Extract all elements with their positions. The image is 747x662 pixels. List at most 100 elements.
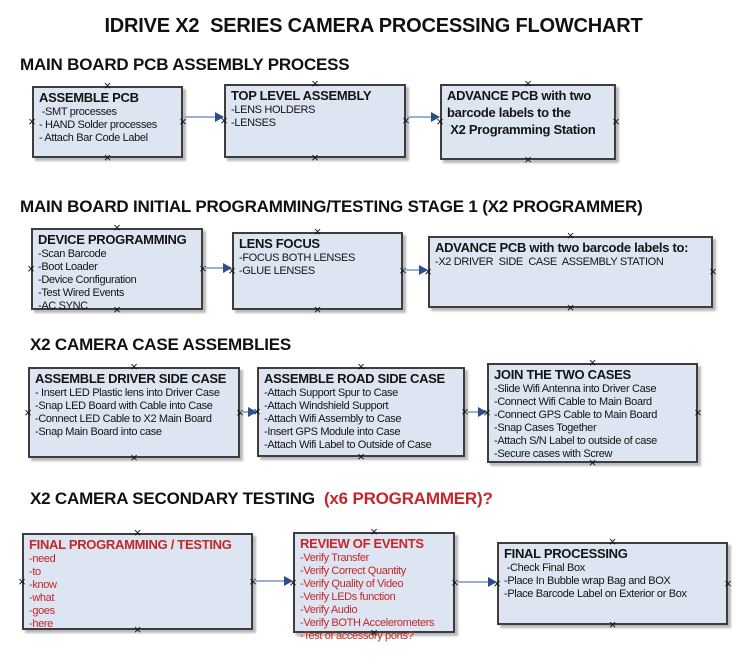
box-lines: -X2 DRIVER SIDE CASE ASSEMBLY STATION — [435, 256, 707, 269]
box-line: -Snap Cases Together — [494, 422, 597, 434]
flow-arrow[interactable] — [456, 577, 497, 587]
flow-box-final-processing[interactable]: FINAL PROCESSING -Check Final Box-Place … — [497, 542, 728, 625]
box-line: -Attach Support Spur to Case — [264, 387, 398, 399]
section-heading-black-part: X2 CAMERA SECONDARY TESTING — [30, 489, 324, 508]
box-title: ADVANCE PCB with two — [447, 88, 591, 103]
box-lines: barcode labels to the X2 Programming Sta… — [447, 104, 610, 138]
box-line: -Secure cases with Screw — [494, 448, 613, 460]
box-line: -Scan Barcode — [38, 248, 107, 260]
connector-handle-icon — [566, 303, 576, 313]
flow-box-advance-pcb-programming-station[interactable]: ADVANCE PCB with two barcode labels to t… — [440, 84, 616, 160]
box-line: barcode labels to the — [447, 105, 571, 120]
box-line: -Attach Windshield Support — [264, 400, 389, 412]
box-line: -to — [29, 566, 41, 578]
flow-arrow[interactable] — [254, 576, 293, 586]
box-title: ASSEMBLE ROAD SIDE CASE — [264, 371, 445, 386]
box-line: -Verify Correct Quantity — [300, 565, 406, 577]
box-title: FINAL PROGRAMMING / TESTING — [29, 537, 232, 552]
flow-box-assemble-pcb[interactable]: ASSEMBLE PCB -SMT processes- HAND Solder… — [32, 86, 183, 158]
box-line: -Verify BOTH Accelerometers — [300, 617, 435, 629]
box-line: -Test of accessory ports? — [300, 630, 414, 642]
arrow-shaft — [456, 581, 488, 583]
box-title: ASSEMBLE PCB — [39, 90, 139, 105]
box-line: -Verify LEDs function — [300, 591, 396, 603]
arrow-head-icon — [284, 576, 293, 586]
box-line: -here — [29, 618, 53, 630]
section-heading-red-part: (x6 PROGRAMMER)? — [323, 489, 493, 508]
section-heading-case-assemblies: X2 CAMERA CASE ASSEMBLIES — [30, 335, 292, 354]
box-line: -know — [29, 579, 57, 591]
connector-handle-icon — [693, 408, 703, 418]
arrow-head-icon — [478, 407, 487, 417]
flow-arrow[interactable] — [404, 265, 428, 275]
box-line: -Slide Wifi Antenna into Driver Case — [494, 383, 657, 395]
box-line: -Place In Bubble wrap Bag and BOX — [504, 575, 671, 587]
box-line: -Test Wired Events — [38, 287, 125, 299]
section-heading-initial-programming: MAIN BOARD INITIAL PROGRAMMING/TESTING S… — [20, 197, 643, 216]
box-line: -Attach Wifi Assembly to Case — [264, 413, 402, 425]
box-title: JOIN THE TWO CASES — [494, 367, 631, 382]
arrow-shaft — [184, 116, 215, 118]
box-lines: - Insert LED Plastic lens into Driver Ca… — [35, 387, 234, 439]
box-lines: -need-to-know-what-goes-here — [29, 553, 247, 631]
connector-handle-icon — [17, 577, 27, 587]
arrow-head-icon — [488, 577, 497, 587]
box-title: DEVICE PROGRAMMING — [38, 232, 187, 247]
arrow-shaft — [204, 267, 223, 269]
box-line: -SMT processes — [39, 106, 117, 118]
arrow-head-icon — [223, 263, 232, 273]
flow-arrow[interactable] — [241, 407, 257, 417]
box-line: -LENSES — [231, 117, 276, 129]
box-lines: -Slide Wifi Antenna into Driver Case-Con… — [494, 383, 692, 461]
connector-handle-icon — [26, 264, 36, 274]
arrow-shaft — [407, 116, 431, 118]
flow-arrow[interactable] — [204, 263, 232, 273]
box-line: -X2 DRIVER SIDE CASE ASSEMBLY STATION — [435, 256, 664, 268]
box-lines: -Check Final Box-Place In Bubble wrap Ba… — [504, 562, 722, 601]
arrow-shaft — [254, 580, 284, 582]
flow-box-advance-pcb-driver-side-station[interactable]: ADVANCE PCB with two barcode labels to: … — [428, 236, 713, 308]
box-line: -Connect Wifi Cable to Main Board — [494, 396, 652, 408]
page-title: IDRIVE X2 SERIES CAMERA PROCESSING FLOWC… — [104, 15, 643, 37]
box-title: ASSEMBLE DRIVER SIDE CASE — [35, 371, 227, 386]
connector-handle-icon — [23, 408, 33, 418]
arrow-head-icon — [419, 265, 428, 275]
box-title: TOP LEVEL ASSEMBLY — [231, 88, 372, 103]
section-heading-pcb-assembly: MAIN BOARD PCB ASSEMBLY PROCESS — [20, 55, 350, 74]
box-line: -AC SYNC — [38, 300, 88, 312]
flow-box-assemble-driver-side-case[interactable]: ASSEMBLE DRIVER SIDE CASE - Insert LED P… — [28, 367, 240, 458]
connector-handle-icon — [708, 267, 718, 277]
arrow-shaft — [241, 411, 248, 413]
flow-arrow[interactable] — [466, 407, 487, 417]
box-line: -Verify Quality of Video — [300, 578, 404, 590]
box-line: -Boot Loader — [38, 261, 98, 273]
connector-handle-icon — [611, 117, 621, 127]
flow-box-lens-focus[interactable]: LENS FOCUS -FOCUS BOTH LENSES-GLUE LENSE… — [232, 232, 403, 310]
arrow-shaft — [466, 411, 478, 413]
box-lines: -LENS HOLDERS-LENSES — [231, 104, 400, 130]
flow-box-final-programming-testing[interactable]: FINAL PROGRAMMING / TESTING -need-to-kno… — [22, 533, 253, 630]
connector-handle-icon — [310, 153, 320, 163]
flow-arrow[interactable] — [407, 112, 440, 122]
flow-box-review-of-events[interactable]: REVIEW OF EVENTS -Verify Transfer-Verify… — [293, 532, 455, 642]
arrow-shaft — [404, 269, 419, 271]
box-title: ADVANCE PCB with two barcode labels to: — [435, 240, 689, 255]
flow-box-join-the-two-cases[interactable]: JOIN THE TWO CASES -Slide Wifi Antenna i… — [487, 363, 698, 463]
connector-handle-icon — [608, 620, 618, 630]
box-line: -Verify Audio — [300, 604, 358, 616]
box-line: -FOCUS BOTH LENSES — [239, 252, 355, 264]
box-line: -Connect GPS Cable to Main Board — [494, 409, 658, 421]
box-line: -what — [29, 592, 55, 604]
connector-handle-icon — [103, 153, 113, 163]
box-line: -LENS HOLDERS — [231, 104, 316, 116]
flow-box-assemble-road-side-case[interactable]: ASSEMBLE ROAD SIDE CASE -Attach Support … — [257, 367, 465, 457]
box-title: LENS FOCUS — [239, 236, 320, 251]
flow-box-top-level-assembly[interactable]: TOP LEVEL ASSEMBLY -LENS HOLDERS-LENSES — [224, 84, 406, 158]
flow-arrow[interactable] — [184, 112, 224, 122]
box-line: -goes — [29, 605, 55, 617]
box-line: -Snap LED Board with Cable into Case — [35, 400, 213, 412]
connector-handle-icon — [523, 155, 533, 165]
box-title: FINAL PROCESSING — [504, 546, 628, 561]
box-lines: -FOCUS BOTH LENSES-GLUE LENSES — [239, 252, 397, 278]
flow-box-device-programming[interactable]: DEVICE PROGRAMMING -Scan Barcode-Boot Lo… — [31, 228, 203, 312]
